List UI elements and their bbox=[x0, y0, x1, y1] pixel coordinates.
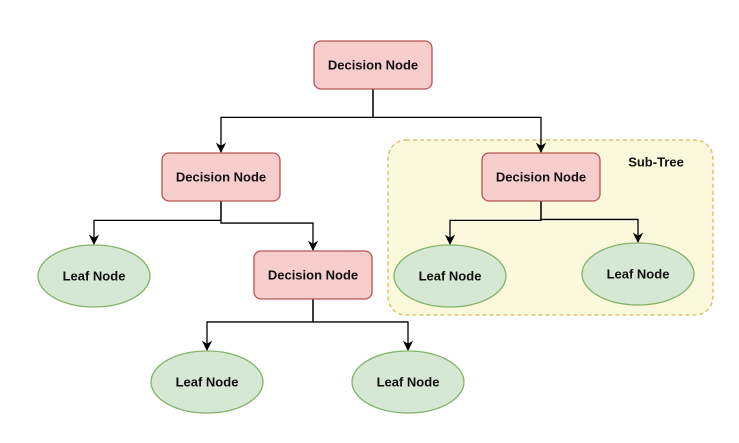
decision-node-root: Decision Node bbox=[313, 40, 433, 90]
leaf-node-left_leaf: Leaf Node bbox=[37, 244, 151, 308]
leaf-node-label: Leaf Node bbox=[607, 266, 670, 281]
edge-root-to-right_decision bbox=[372, 89, 547, 154]
decision-node-box bbox=[161, 152, 281, 202]
decision-node-left_decision: Decision Node bbox=[161, 152, 281, 202]
leaf-node-ellipse bbox=[37, 244, 151, 308]
leaf-node-label: Leaf Node bbox=[176, 374, 239, 389]
leaf-node-subtree_leaf_1: Leaf Node bbox=[393, 244, 507, 308]
decision-node-mid_decision: Decision Node bbox=[253, 250, 373, 300]
edge-root-to-left_decision bbox=[215, 89, 374, 154]
decision-node-right_decision: Decision Node bbox=[481, 152, 601, 202]
edge-mid_decision-to-bottom_leaf_1 bbox=[201, 299, 314, 352]
decision-node-box bbox=[253, 250, 373, 300]
leaf-node-ellipse bbox=[351, 350, 465, 414]
edge-left_decision-to-left_leaf bbox=[88, 201, 222, 246]
leaf-node-subtree_leaf_2: Leaf Node bbox=[581, 242, 695, 306]
decision-node-box bbox=[481, 152, 601, 202]
leaf-node-ellipse bbox=[393, 244, 507, 308]
edges-group bbox=[88, 89, 644, 352]
leaf-node-bottom_leaf_2: Leaf Node bbox=[351, 350, 465, 414]
edge-left_decision-to-mid_decision bbox=[220, 201, 319, 252]
leaf-node-ellipse bbox=[581, 242, 695, 306]
edge-mid_decision-to-bottom_leaf_2 bbox=[312, 299, 414, 352]
decision-node-label: Decision Node bbox=[328, 57, 418, 72]
leaf-node-label: Leaf Node bbox=[377, 374, 440, 389]
subtree-label: Sub-Tree bbox=[628, 154, 684, 169]
leaf-node-bottom_leaf_1: Leaf Node bbox=[150, 350, 264, 414]
decision-node-box bbox=[313, 40, 433, 90]
edge-right_decision-to-subtree_leaf_2 bbox=[540, 201, 644, 244]
decision-node-label: Decision Node bbox=[268, 267, 358, 282]
decision-node-label: Decision Node bbox=[176, 169, 266, 184]
decision-node-label: Decision Node bbox=[496, 169, 586, 184]
leaf-node-ellipse bbox=[150, 350, 264, 414]
leaf-node-label: Leaf Node bbox=[63, 268, 126, 283]
leaf-node-label: Leaf Node bbox=[419, 268, 482, 283]
